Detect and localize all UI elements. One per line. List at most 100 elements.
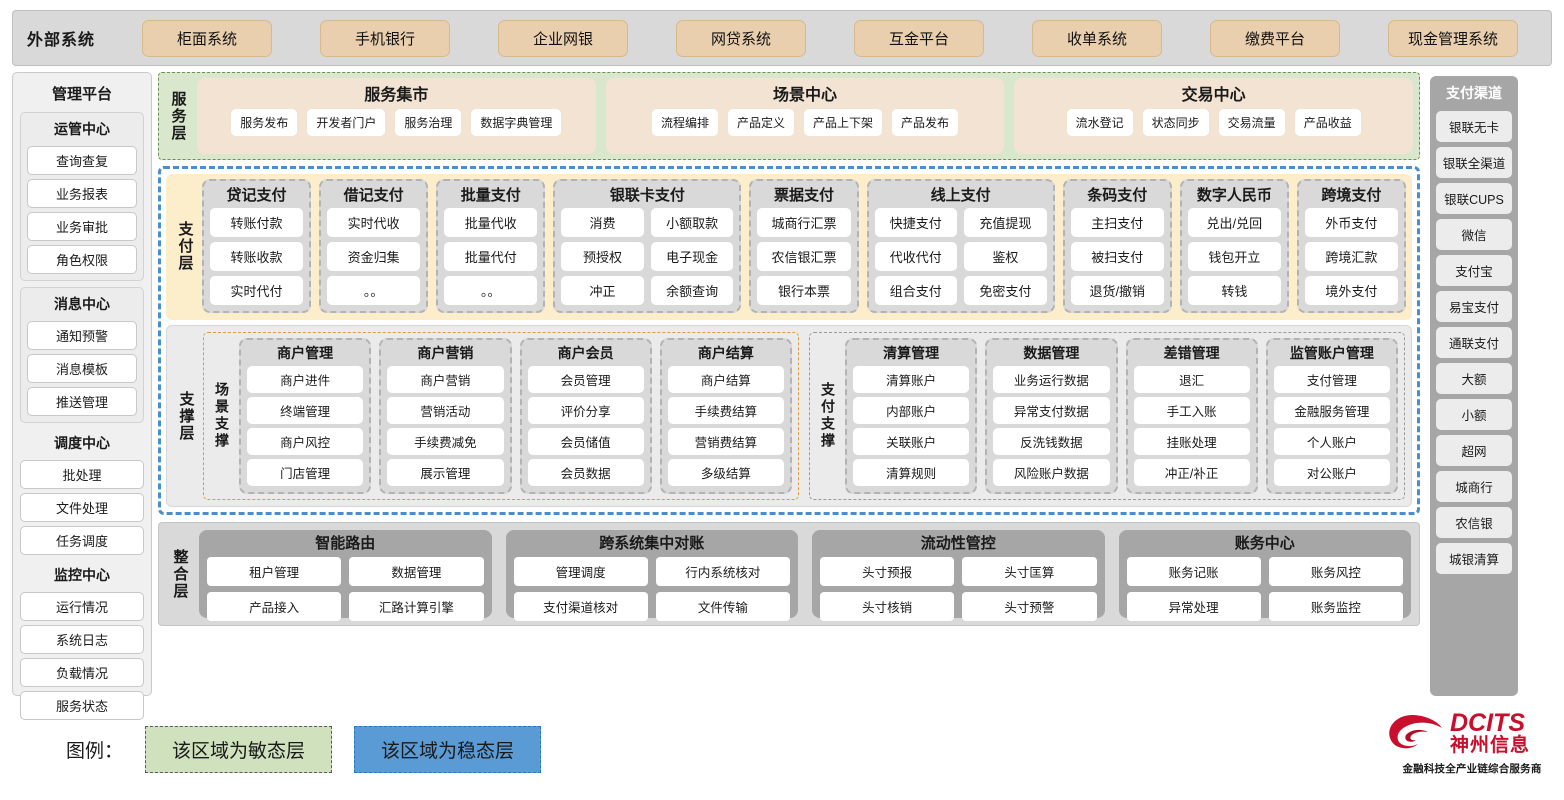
support-item[interactable]: 商户进件 bbox=[247, 366, 364, 393]
support-item[interactable]: 金融服务管理 bbox=[1273, 397, 1390, 424]
integration-item[interactable]: 数据管理 bbox=[349, 557, 484, 586]
support-item[interactable]: 商户结算 bbox=[667, 366, 784, 393]
service-chip[interactable]: 服务发布 bbox=[231, 109, 298, 136]
payment-channel-item[interactable]: 通联支付 bbox=[1436, 327, 1512, 358]
support-item[interactable]: 商户营销 bbox=[387, 366, 504, 393]
payment-item[interactable]: 资金归集 bbox=[327, 242, 421, 271]
integration-item[interactable]: 租户管理 bbox=[207, 557, 342, 586]
payment-item[interactable]: 冲正 bbox=[561, 276, 644, 305]
support-item[interactable]: 手续费结算 bbox=[667, 397, 784, 424]
integration-item[interactable]: 支付渠道核对 bbox=[513, 592, 648, 621]
support-item[interactable]: 个人账户 bbox=[1273, 428, 1390, 455]
management-item[interactable]: 通知预警 bbox=[27, 321, 137, 350]
payment-item[interactable]: 农信银汇票 bbox=[757, 242, 851, 271]
support-item[interactable]: 关联账户 bbox=[853, 428, 970, 455]
service-chip[interactable]: 产品收益 bbox=[1294, 109, 1361, 136]
support-item[interactable]: 冲正/补正 bbox=[1133, 459, 1250, 486]
payment-item[interactable]: 转账付款 bbox=[210, 208, 304, 237]
payment-item[interactable]: 兑出/兑回 bbox=[1187, 208, 1281, 237]
support-item[interactable]: 退汇 bbox=[1133, 366, 1250, 393]
payment-item[interactable]: 电子现金 bbox=[650, 242, 734, 271]
payment-item[interactable]: 被扫支付 bbox=[1070, 242, 1164, 271]
payment-item[interactable]: 免密支付 bbox=[964, 276, 1047, 305]
payment-channel-item[interactable]: 银联全渠道 bbox=[1436, 147, 1512, 178]
management-item[interactable]: 业务审批 bbox=[27, 212, 137, 241]
service-chip[interactable]: 状态同步 bbox=[1142, 109, 1209, 136]
payment-item[interactable]: 。。 bbox=[444, 276, 538, 305]
support-item[interactable]: 反洗钱数据 bbox=[993, 428, 1110, 455]
support-item[interactable]: 营销费结算 bbox=[667, 428, 784, 455]
payment-item[interactable]: 消费 bbox=[561, 208, 644, 237]
payment-channel-item[interactable]: 易宝支付 bbox=[1436, 291, 1512, 322]
service-chip[interactable]: 交易流量 bbox=[1218, 109, 1285, 136]
payment-item[interactable]: 实时代付 bbox=[210, 276, 304, 305]
support-item[interactable]: 评价分享 bbox=[527, 397, 644, 424]
support-item[interactable]: 会员数据 bbox=[527, 459, 644, 486]
service-chip[interactable]: 开发者门户 bbox=[307, 109, 386, 136]
payment-item[interactable]: 外币支付 bbox=[1304, 208, 1398, 237]
payment-channel-item[interactable]: 小额 bbox=[1436, 399, 1512, 430]
support-item[interactable]: 会员储值 bbox=[527, 428, 644, 455]
support-item[interactable]: 展示管理 bbox=[387, 459, 504, 486]
payment-item[interactable]: 城商行汇票 bbox=[757, 208, 851, 237]
management-item[interactable]: 任务调度 bbox=[20, 526, 144, 555]
support-item[interactable]: 清算规则 bbox=[853, 459, 970, 486]
payment-item[interactable]: 主扫支付 bbox=[1070, 208, 1164, 237]
management-item[interactable]: 服务状态 bbox=[20, 691, 144, 720]
payment-item[interactable]: 批量代收 bbox=[444, 208, 538, 237]
payment-channel-item[interactable]: 城银清算 bbox=[1436, 543, 1512, 574]
service-chip[interactable]: 产品发布 bbox=[892, 109, 959, 136]
integration-item[interactable]: 头寸匡算 bbox=[962, 557, 1097, 586]
integration-item[interactable]: 账务记账 bbox=[1126, 557, 1261, 586]
payment-channel-item[interactable]: 支付宝 bbox=[1436, 255, 1512, 286]
support-item[interactable]: 商户风控 bbox=[247, 428, 364, 455]
management-item[interactable]: 角色权限 bbox=[27, 245, 137, 274]
payment-item[interactable]: 跨境汇款 bbox=[1304, 242, 1398, 271]
management-item[interactable]: 文件处理 bbox=[20, 493, 144, 522]
support-item[interactable]: 手续费减免 bbox=[387, 428, 504, 455]
integration-item[interactable]: 行内系统核对 bbox=[655, 557, 790, 586]
payment-item[interactable]: 代收代付 bbox=[874, 242, 958, 271]
payment-item[interactable]: 实时代收 bbox=[327, 208, 421, 237]
payment-item[interactable]: 银行本票 bbox=[757, 276, 851, 305]
integration-item[interactable]: 异常处理 bbox=[1126, 592, 1261, 621]
service-chip[interactable]: 服务治理 bbox=[395, 109, 462, 136]
payment-item[interactable]: 批量代付 bbox=[444, 242, 538, 271]
management-item[interactable]: 系统日志 bbox=[20, 625, 144, 654]
payment-item[interactable]: 充值提现 bbox=[964, 208, 1047, 237]
integration-item[interactable]: 账务风控 bbox=[1268, 557, 1403, 586]
support-item[interactable]: 业务运行数据 bbox=[993, 366, 1110, 393]
integration-item[interactable]: 文件传输 bbox=[655, 592, 790, 621]
external-system-chip[interactable]: 现金管理系统 bbox=[1388, 19, 1518, 57]
service-chip[interactable]: 产品定义 bbox=[727, 109, 794, 136]
external-system-chip[interactable]: 网贷系统 bbox=[676, 19, 806, 57]
external-system-chip[interactable]: 企业网银 bbox=[498, 19, 628, 57]
payment-item[interactable]: 小额取款 bbox=[650, 208, 734, 237]
integration-item[interactable]: 汇路计算引擎 bbox=[349, 592, 484, 621]
service-chip[interactable]: 流程编排 bbox=[651, 109, 718, 136]
payment-item[interactable]: 预授权 bbox=[561, 242, 644, 271]
service-chip[interactable]: 数据字典管理 bbox=[471, 109, 562, 136]
payment-item[interactable]: 转账收款 bbox=[210, 242, 304, 271]
payment-item[interactable]: 转钱 bbox=[1187, 276, 1281, 305]
management-item[interactable]: 业务报表 bbox=[27, 179, 137, 208]
service-chip[interactable]: 流水登记 bbox=[1066, 109, 1133, 136]
payment-channel-item[interactable]: 大额 bbox=[1436, 363, 1512, 394]
support-item[interactable]: 多级结算 bbox=[667, 459, 784, 486]
payment-item[interactable]: 钱包开立 bbox=[1187, 242, 1281, 271]
payment-channel-item[interactable]: 银联CUPS bbox=[1436, 183, 1512, 214]
payment-channel-item[interactable]: 银联无卡 bbox=[1436, 111, 1512, 142]
payment-item[interactable]: 余额查询 bbox=[650, 276, 734, 305]
support-item[interactable]: 手工入账 bbox=[1133, 397, 1250, 424]
integration-item[interactable]: 头寸预警 bbox=[962, 592, 1097, 621]
payment-channel-item[interactable]: 超网 bbox=[1436, 435, 1512, 466]
payment-channel-item[interactable]: 农信银 bbox=[1436, 507, 1512, 538]
support-item[interactable]: 挂账处理 bbox=[1133, 428, 1250, 455]
support-item[interactable]: 对公账户 bbox=[1273, 459, 1390, 486]
service-chip[interactable]: 产品上下架 bbox=[804, 109, 883, 136]
payment-item[interactable]: 快捷支付 bbox=[874, 208, 958, 237]
integration-item[interactable]: 管理调度 bbox=[513, 557, 648, 586]
support-item[interactable]: 内部账户 bbox=[853, 397, 970, 424]
support-item[interactable]: 风险账户数据 bbox=[993, 459, 1110, 486]
integration-item[interactable]: 账务监控 bbox=[1268, 592, 1403, 621]
